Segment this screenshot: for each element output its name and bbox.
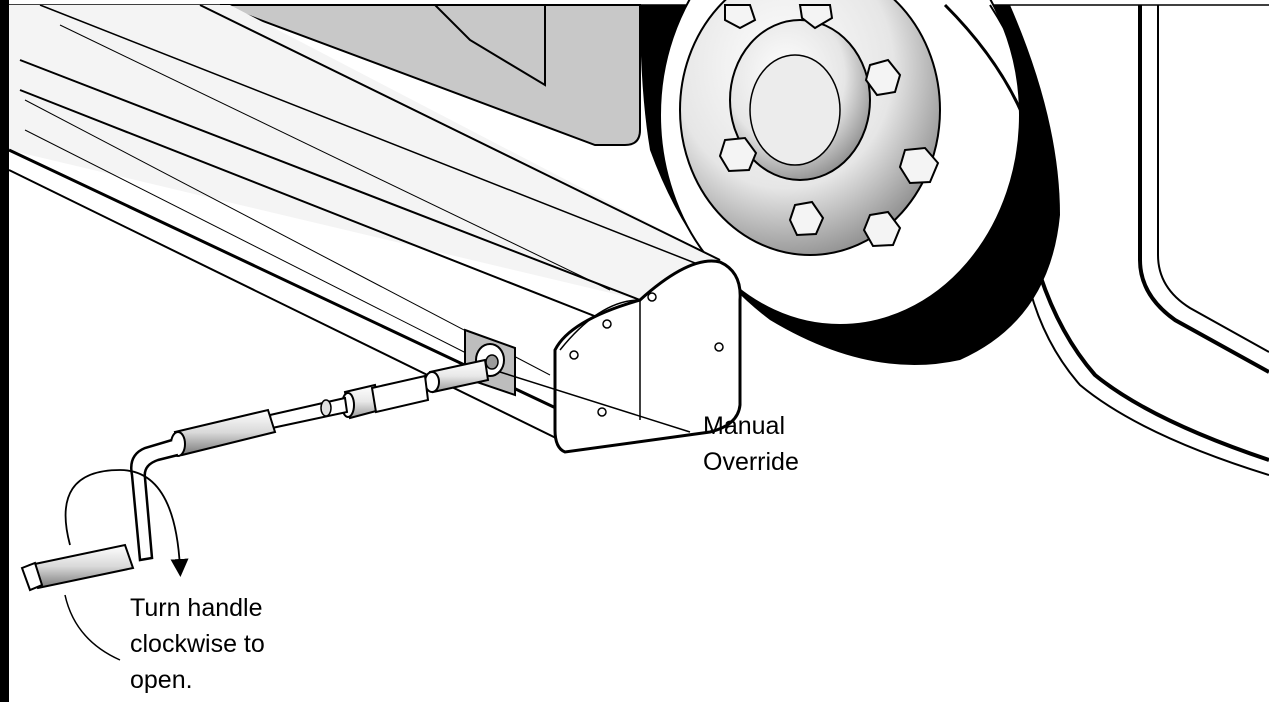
turn-handle-leader [64, 594, 121, 661]
manual-override-label: Manual Override [703, 412, 799, 476]
left-frame-bar [0, 0, 9, 702]
coach-body-panel [219, 4, 641, 146]
clockwise-arrow-icon [64, 469, 189, 577]
awning-roller-box [8, 4, 742, 454]
crank-handle [20, 358, 490, 592]
coach-side-wall [1029, 5, 1269, 476]
turn-handle-instruction: Turn handle clockwise to open. [130, 594, 272, 694]
manual-override-leader [499, 371, 691, 433]
wheel [640, 0, 1060, 365]
